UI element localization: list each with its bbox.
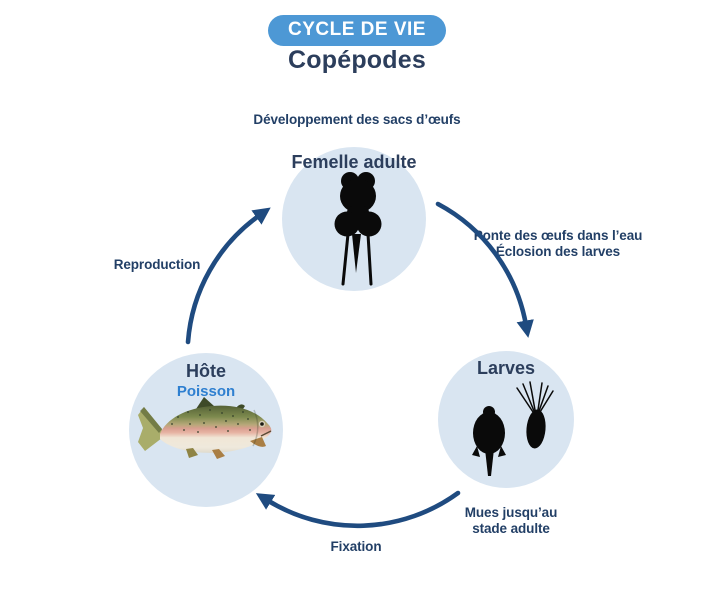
node-femelle-adulte-label: Femelle adulte bbox=[291, 152, 417, 172]
label-reproduction: Reproduction bbox=[113, 257, 201, 272]
label-ponte-line1: Ponte des œufs dans l’eau bbox=[473, 228, 643, 243]
node-larves-label: Larves bbox=[476, 358, 536, 378]
label-mues-stade-adulte: Mues jusqu’au stade adulte bbox=[464, 505, 558, 537]
node-hote-label: Hôte bbox=[186, 361, 226, 381]
node-hote-sublabel: Poisson bbox=[176, 383, 236, 400]
label-mues-line2: stade adulte bbox=[472, 521, 550, 536]
arrow-larves-to-hote bbox=[255, 490, 461, 529]
label-mues-line1: Mues jusqu’au bbox=[464, 505, 558, 520]
label-ponte-eclosion: Ponte des œufs dans l’eau Éclosion des l… bbox=[474, 228, 643, 260]
node-femelle-adulte: Femelle adulte bbox=[282, 147, 426, 291]
label-fixation: Fixation bbox=[330, 539, 382, 554]
label-developpement-sacs-oeufs: Développement des sacs d’œufs bbox=[253, 112, 461, 127]
arrow-femelle-to-larves bbox=[435, 201, 534, 338]
arrow-hote-to-femelle bbox=[185, 207, 271, 345]
node-hote-poisson: Hôte Poisson bbox=[129, 353, 283, 507]
page-title: Copépodes bbox=[288, 46, 426, 74]
label-ponte-line2: Éclosion des larves bbox=[495, 244, 621, 259]
node-larves: Larves bbox=[438, 351, 574, 488]
badge-cycle-de-vie: CYCLE DE VIE bbox=[268, 15, 446, 46]
